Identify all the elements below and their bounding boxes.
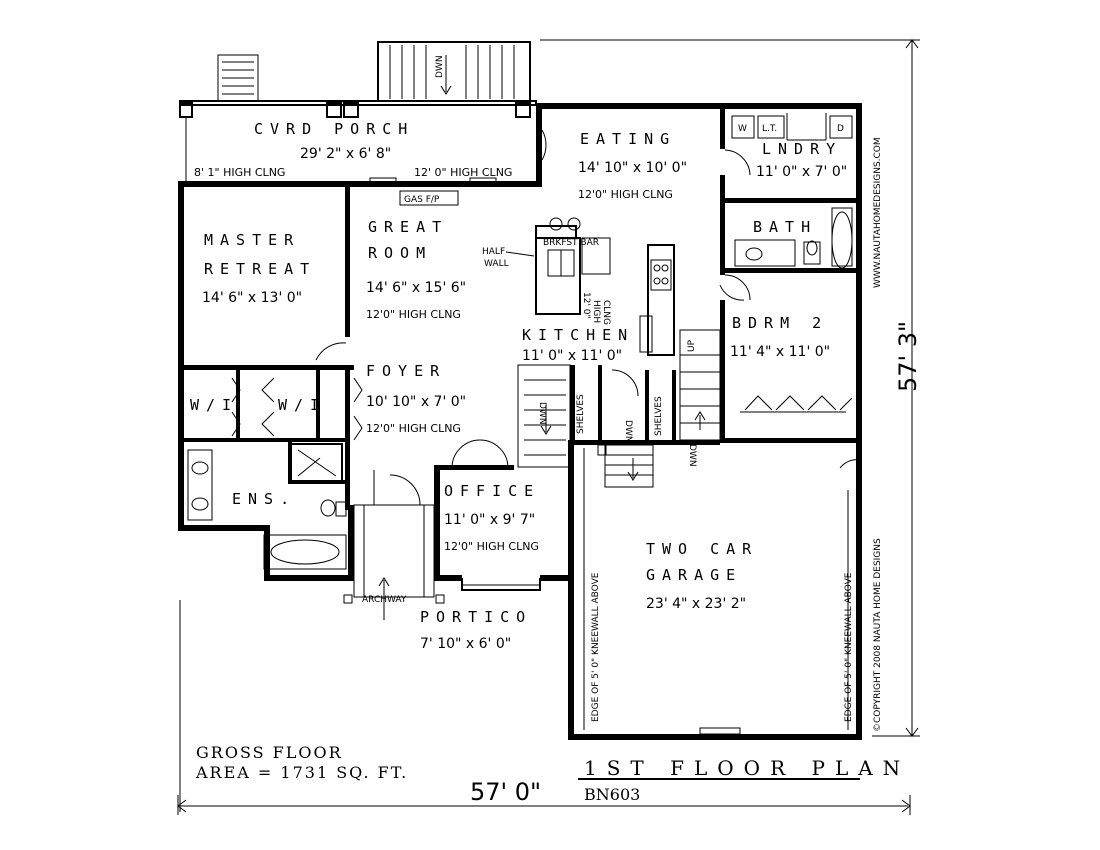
stair-up: UP [687,339,697,352]
bedroom2-size: 11' 4" x 11' 0" [730,344,830,360]
shelves-left: SHELVES [576,394,586,434]
fixtures [187,113,863,735]
exterior-walls [178,103,862,740]
website-credit: WWW.NAUTAHOMEDESIGNS.COM [873,137,883,288]
great-clng: 12'0" HIGH CLNG [366,308,461,321]
width-dimension: 57' 0" [470,778,541,806]
office-clng: 12'0" HIGH CLNG [444,540,539,553]
archway-label: ARCHWAY [362,595,407,605]
porch-name: CVRD PORCH [254,120,414,138]
laundry-name: LNDRY [762,140,842,158]
rotated-notes: DWN DWN SHELVES SHELVES DWN DWN UP EDGE … [435,55,922,732]
half-wall-1: HALF [482,247,505,257]
gas-fp-label: GAS F/P [404,195,440,205]
garage-size: 23' 4" x 23' 2" [646,596,746,612]
kitchen-size: 11' 0" x 11' 0" [522,348,622,364]
garage-name-2: GARAGE [646,566,742,584]
stair-dwn-garage: DWN [687,444,697,467]
wi2-name: W/I [278,396,326,414]
kneewall-right: EDGE OF 5' 0" KNEEWALL ABOVE [844,572,854,722]
plan-title: 1ST FLOOR PLAN [584,756,910,780]
title-block: GROSS FLOOR AREA = 1731 SQ. FT. 57' 0" 1… [195,743,910,806]
bath-name: BATH [753,218,817,236]
porch-clng-left: 8' 1" HIGH CLNG [194,166,285,179]
laundry-d: D [837,124,844,134]
great-size: 14' 6" x 15' 6" [366,280,466,296]
kneewall-left: EDGE OF 5' 0" KNEEWALL ABOVE [591,572,601,722]
porch-stair-dwn: DWN [435,55,445,78]
shelves-right: SHELVES [654,396,664,436]
office-size: 11' 0" x 9' 7" [444,512,535,528]
garage-name-1: TWO CAR [646,540,758,558]
foyer-name: FOYER [366,362,446,380]
great-name-1: GREAT [368,218,448,236]
eating-size: 14' 10" x 10' 0" [578,160,687,176]
area-line-2: AREA = 1731 SQ. FT. [195,763,408,782]
wi1-name: W/I [190,396,238,414]
laundry-lt: L.T. [762,124,777,134]
kitchen-clng-3: CLNG [601,300,611,325]
master-size: 14' 6" x 13' 0" [202,290,302,306]
room-labels: CVRD PORCH 29' 2" x 6' 8" 8' 1" HIGH CLN… [190,120,847,652]
kitchen-name: KITCHEN [522,326,634,344]
laundry-w: W [738,124,747,134]
foyer-clng: 12'0" HIGH CLNG [366,422,461,435]
kitchen-clng-2: HIGH [591,300,601,323]
master-name-2: RETREAT [204,260,316,278]
half-wall-2: WALL [484,259,509,269]
porch-clng-right: 12' 0" HIGH CLNG [414,166,512,179]
master-name-1: MASTER [204,231,300,249]
ens-name: ENS. [232,490,296,508]
brkfst-bar-label: BRKFST BAR [543,238,599,248]
depth-dimension: 57' 3" [894,321,922,392]
bedroom2-name: BDRM 2 [732,314,828,332]
stair-dwn-lower: DWN [623,420,633,443]
porch-structure [179,41,547,206]
portico-size: 7' 10" x 6' 0" [420,636,511,652]
porch-size: 29' 2" x 6' 8" [300,146,391,162]
foyer-size: 10' 10" x 7' 0" [366,394,466,410]
interior-walls [184,109,856,510]
office-name: OFFICE [444,482,540,500]
plan-code: BN603 [584,785,640,804]
great-name-2: ROOM [368,244,432,262]
portico-name: PORTICO [420,608,532,626]
laundry-size: 11' 0" x 7' 0" [756,164,847,180]
dimension-lines [177,39,920,815]
copyright-credit: ©COPYRIGHT 2008 NAUTA HOME DESIGNS [873,538,883,732]
kitchen-clng-1: 12' 0" [581,292,591,319]
eating-name: EATING [580,130,676,148]
stair-dwn-main: DWN [537,402,547,425]
area-line-1: GROSS FLOOR [196,743,343,762]
eating-clng: 12'0" HIGH CLNG [578,188,673,201]
